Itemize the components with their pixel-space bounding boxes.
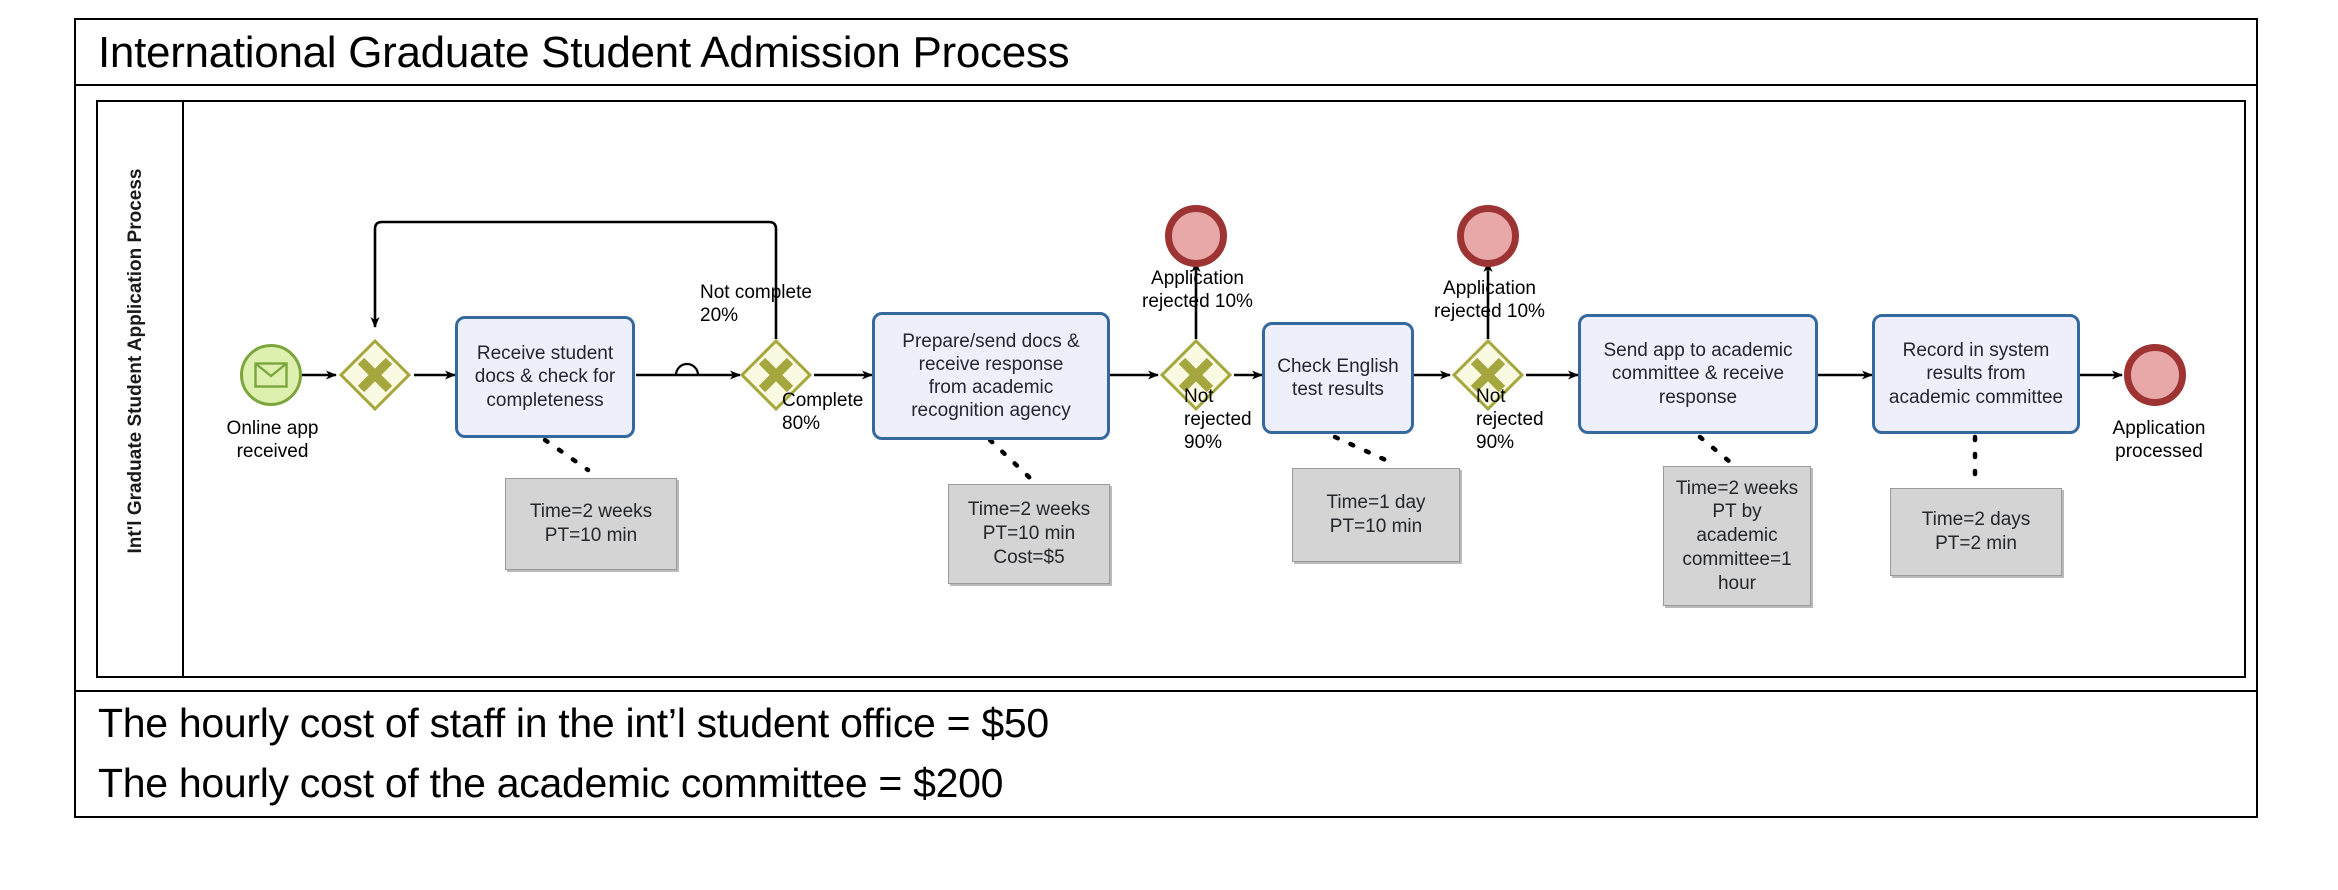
task-record-results[interactable]: Record in system results from academic c… — [1872, 314, 2080, 434]
footnotes-panel — [74, 690, 2258, 818]
annotation-check-english: Time=1 day PT=10 min — [1292, 468, 1460, 562]
start-event-online-app[interactable] — [240, 344, 302, 406]
exclusive-gateway-icon — [1452, 339, 1524, 411]
diagram-outer-frame — [74, 18, 2258, 818]
exclusive-gateway-icon — [339, 339, 411, 411]
annotation-send-to-committee: Time=2 weeks PT by academic committee=1 … — [1663, 466, 1811, 606]
end-event-rejected-2-label: Application rejected 10% — [1434, 278, 1545, 322]
end-event-application-processed[interactable] — [2124, 344, 2186, 406]
pool-lane-header: Int'l Graduate Student Application Proce… — [96, 100, 184, 678]
gateway-english-decision[interactable] — [1452, 339, 1524, 411]
task-prepare-send-docs[interactable]: Prepare/send docs & receive response fro… — [872, 312, 1110, 440]
page-title: International Graduate Student Admission… — [98, 28, 1070, 77]
end-event-rejected-2[interactable] — [1457, 205, 1519, 267]
flow-label-not-complete: Not complete 20% — [700, 282, 812, 326]
task-send-to-committee[interactable]: Send app to academic committee & receive… — [1578, 314, 1818, 434]
end-event-rejected-1-label: Application rejected 10% — [1142, 268, 1253, 312]
exclusive-gateway-icon — [1160, 339, 1232, 411]
annotation-prepare-send-docs: Time=2 weeks PT=10 min Cost=$5 — [948, 484, 1110, 584]
annotation-record-results: Time=2 days PT=2 min — [1890, 488, 2062, 576]
footnote-staff-cost: The hourly cost of staff in the int’l st… — [98, 700, 1049, 746]
title-bar — [74, 18, 2258, 86]
gateway-recognition-decision[interactable] — [1160, 339, 1232, 411]
pool-lane-label: Int'l Graduate Student Application Proce… — [125, 168, 146, 554]
end-event-processed-label: Application processed — [2112, 418, 2206, 462]
footnote-committee-cost: The hourly cost of the academic committe… — [98, 760, 1004, 806]
flow-label-not-rejected-1: Not rejected 90% — [1184, 386, 1252, 453]
gateway-merge[interactable] — [339, 339, 411, 411]
flow-label-not-rejected-2: Not rejected 90% — [1476, 386, 1544, 453]
flow-label-complete: Complete 80% — [782, 390, 864, 434]
exclusive-gateway-icon — [740, 339, 812, 411]
task-receive-docs[interactable]: Receive student docs & check for complet… — [455, 316, 635, 438]
task-check-english[interactable]: Check English test results — [1262, 322, 1414, 434]
envelope-icon — [254, 362, 288, 388]
start-event-label: Online app received — [226, 418, 319, 462]
end-event-rejected-1[interactable] — [1165, 205, 1227, 267]
annotation-receive-docs: Time=2 weeks PT=10 min — [505, 478, 677, 570]
gateway-completeness[interactable] — [740, 339, 812, 411]
